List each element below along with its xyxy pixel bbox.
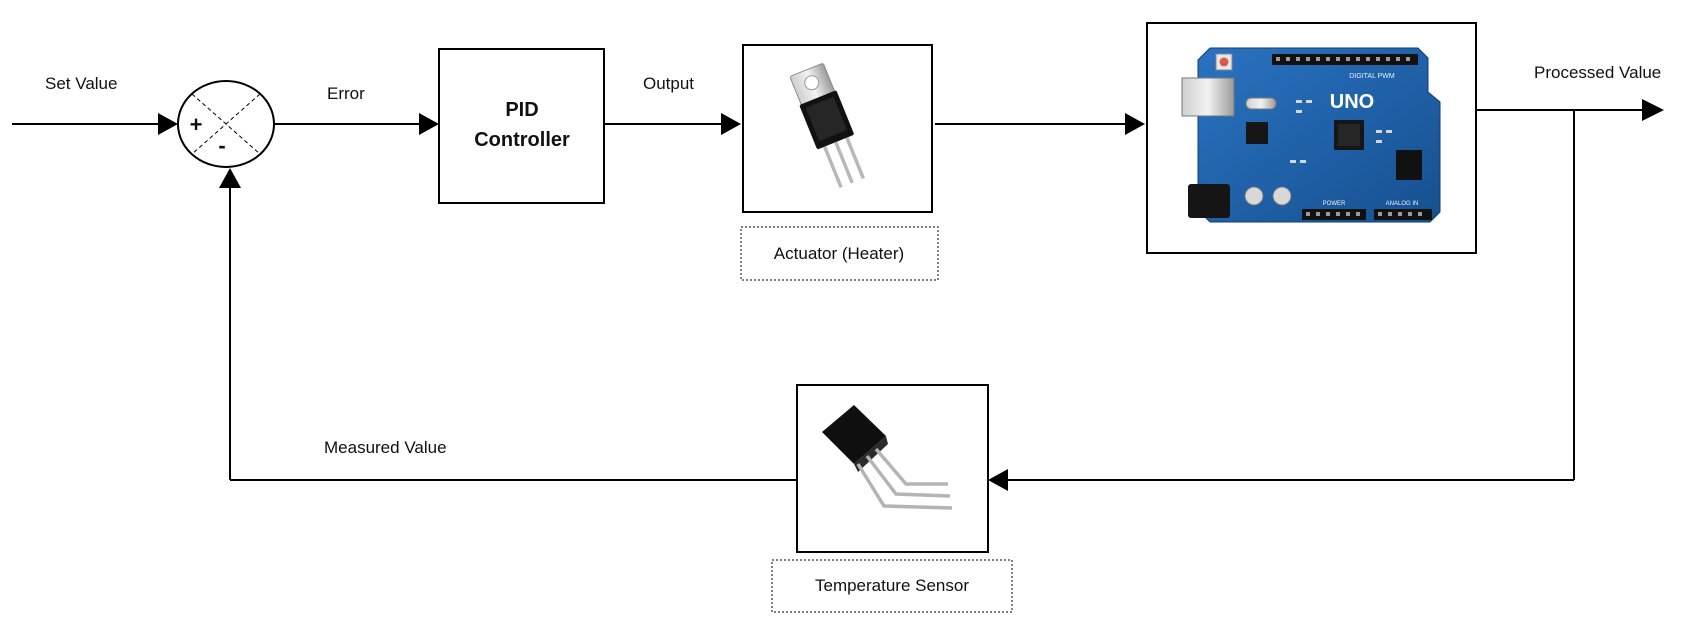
board-uno-label: UNO	[1330, 91, 1374, 113]
summing-junction: + -	[177, 80, 275, 168]
minus-sign: -	[218, 133, 225, 158]
set-value-arrow	[158, 113, 178, 135]
arduino-uno-board: DIGITAL PWM UNO POWER ANALOG IN	[1181, 47, 1441, 223]
set-value-label: Set Value	[45, 74, 117, 93]
error-arrow	[419, 113, 439, 135]
board-input-arrow	[1125, 113, 1145, 135]
output-arrow	[721, 113, 741, 135]
board-analog-text: ANALOG IN	[1386, 201, 1419, 207]
board-header-text: DIGITAL PWM	[1349, 73, 1395, 80]
processed-value-arrow	[1642, 99, 1664, 121]
sensor-input-arrow	[988, 469, 1008, 491]
actuator-caption: Actuator (Heater)	[774, 244, 904, 263]
measured-value-label: Measured Value	[324, 438, 447, 457]
pid-label-line2: Controller	[474, 129, 570, 151]
error-label: Error	[327, 84, 365, 103]
to92-sensor-icon	[822, 405, 953, 510]
actuator-caption-box	[740, 226, 939, 281]
plus-sign: +	[190, 112, 203, 137]
measured-value-arrow	[219, 168, 241, 188]
pid-label-line1: PID	[505, 99, 538, 121]
board-power-text: POWER	[1323, 201, 1346, 207]
pid-controller-block	[438, 48, 605, 204]
sensor-caption: Temperature Sensor	[815, 576, 969, 595]
to220-transistor-icon	[789, 63, 865, 189]
output-label: Output	[643, 74, 694, 93]
sensor-caption-box	[771, 559, 1013, 613]
processed-value-label: Processed Value	[1534, 63, 1661, 82]
